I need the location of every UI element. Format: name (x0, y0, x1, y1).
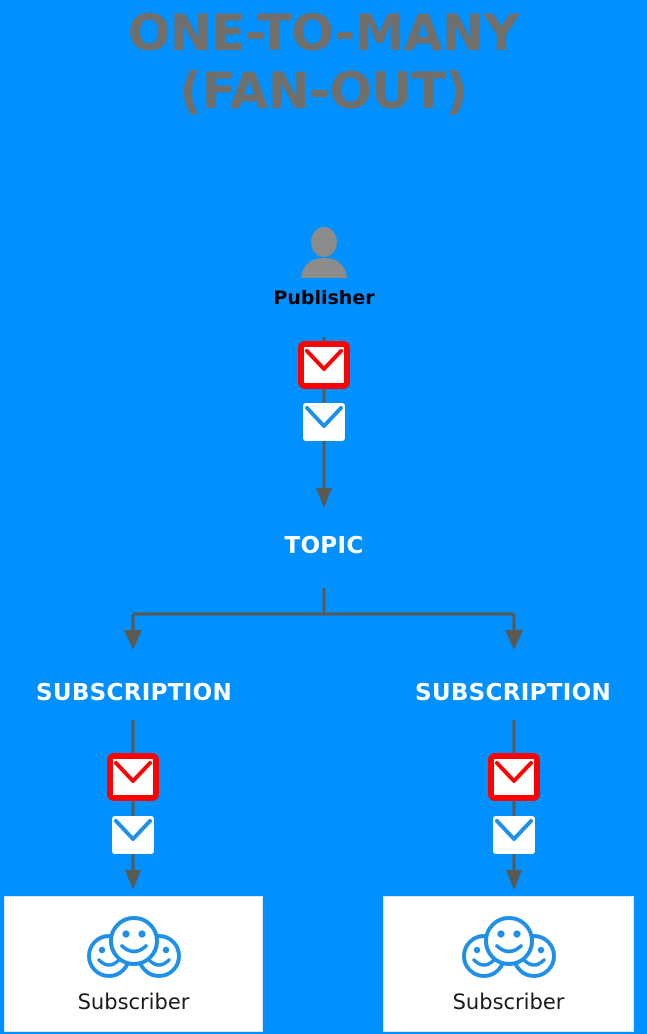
publisher-envelope-blue-icon (303, 403, 345, 441)
left-subscriber-arrowhead (125, 870, 141, 890)
title-line-2: (FAN-OUT) (179, 62, 468, 120)
subscriber-label-left: Subscriber (77, 990, 190, 1014)
right-branch-arrowhead (505, 630, 523, 650)
subscriber-box-right: Subscriber (383, 896, 634, 1032)
subscriber-label-right: Subscriber (452, 990, 565, 1014)
right-subscription-envelope-red-icon (488, 753, 540, 801)
three-smiley-faces-icon (86, 916, 181, 978)
subscription-label-right: SUBSCRIPTION (415, 680, 611, 706)
subscription-label-left: SUBSCRIPTION (36, 680, 232, 706)
right-subscription-envelope-blue-icon (493, 816, 535, 854)
publisher-envelope-red-icon (298, 341, 350, 389)
publisher-node: Publisher (263, 225, 385, 309)
left-subscription-envelope-red-icon (107, 753, 159, 801)
left-branch-arrowhead (124, 630, 142, 650)
right-subscriber-arrowhead (506, 870, 522, 890)
topic-label: TOPIC (284, 533, 364, 559)
page-title: ONE-TO-MANY (FAN-OUT) (0, 4, 647, 120)
person-silhouette-icon (301, 227, 347, 278)
publisher-label: Publisher (273, 287, 375, 309)
title-line-1: ONE-TO-MANY (127, 4, 520, 62)
left-subscription-envelope-blue-icon (112, 816, 154, 854)
publisher-to-topic-arrowhead (316, 488, 332, 508)
subscriber-box-left: Subscriber (4, 896, 263, 1032)
three-smiley-faces-icon (461, 916, 556, 978)
